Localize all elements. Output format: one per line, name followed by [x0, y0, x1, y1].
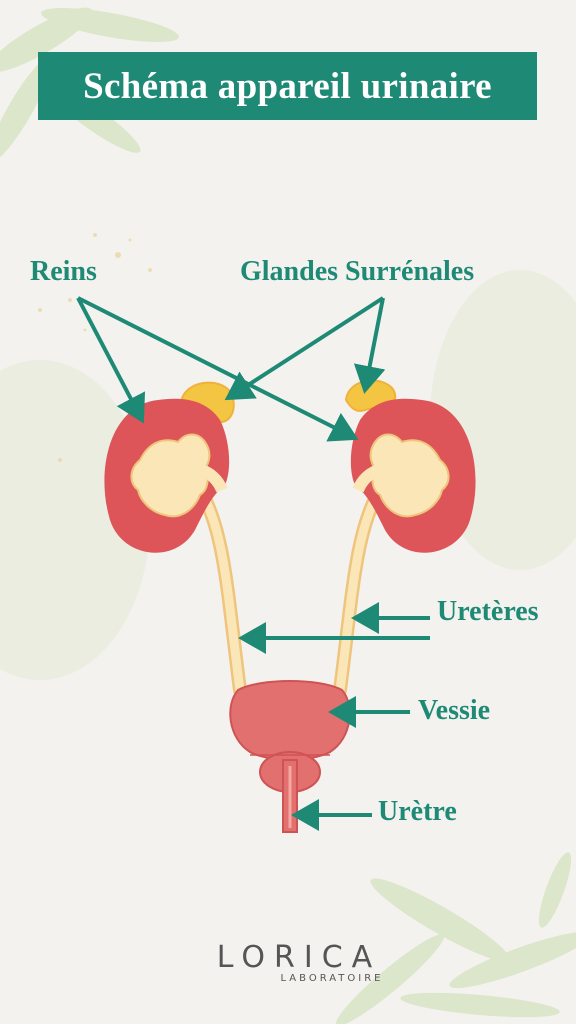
ureters — [193, 483, 387, 697]
logo-name: LORICA — [216, 940, 382, 975]
lorica-logo: LORICA LABORATOIRE — [0, 940, 576, 984]
page-title: Schéma appareil urinaire — [38, 52, 537, 120]
label-reins: Reins — [30, 256, 97, 287]
urethra — [282, 759, 298, 833]
left-kidney — [104, 398, 230, 553]
right-kidney — [350, 398, 476, 553]
label-vessie: Vessie — [418, 695, 491, 726]
label-uretre: Urètre — [378, 796, 457, 827]
label-glandes-surrenales: Glandes Surrénales — [240, 256, 475, 287]
pointer-arrows — [76, 296, 430, 831]
label-ureteres: Uretères — [437, 596, 539, 627]
logo-subtitle: LABORATOIRE — [280, 973, 384, 984]
